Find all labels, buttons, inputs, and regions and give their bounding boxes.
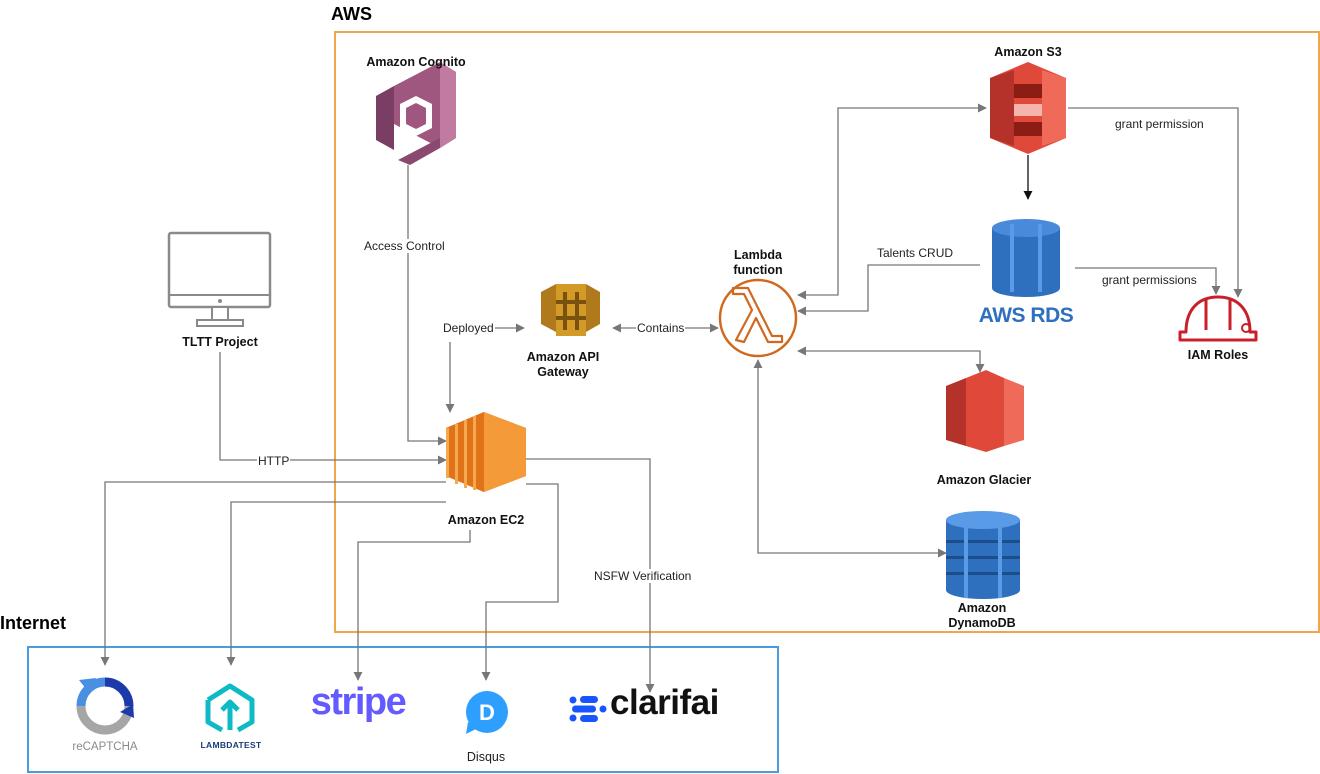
rds-icon	[992, 219, 1060, 297]
s3-label: Amazon S3	[994, 45, 1062, 59]
edge-http	[219, 352, 447, 465]
edge-ec2-recaptcha	[100, 481, 446, 666]
internet-region-title: Internet	[0, 613, 67, 633]
edge-label-nsfw: NSFW Verification	[593, 569, 693, 583]
recaptcha-label: reCAPTCHA	[72, 741, 138, 753]
lambdatest-label: LAMBDATEST	[200, 740, 262, 750]
edge-ec2-stripe	[353, 530, 471, 681]
api-gateway-icon	[541, 284, 600, 336]
dynamodb-icon	[946, 511, 1020, 599]
edge-label-http: HTTP	[257, 454, 291, 468]
edge-label-access-control: Access Control	[363, 239, 446, 253]
edge-lambda-s3	[797, 103, 987, 300]
s3-icon	[990, 62, 1066, 154]
edge-label-grant-permission: grant permission	[1114, 117, 1205, 131]
edge-rds-iam	[1075, 267, 1221, 295]
edge-ec2-clarifai	[526, 458, 655, 693]
edge-talents-crud	[797, 264, 980, 316]
edge-ec2-lambdatest	[226, 501, 446, 666]
edge-label-grant-permissions: grant permissions	[1101, 273, 1198, 287]
cognito-icon	[376, 62, 456, 165]
aws-region-title: AWS	[331, 4, 373, 24]
lambda-label: Lambda function	[733, 248, 783, 277]
recaptcha-icon	[76, 677, 134, 735]
tltt-label: TLTT Project	[182, 335, 258, 349]
svg-text:D: D	[479, 700, 495, 725]
disqus-icon: D	[466, 691, 508, 734]
internet-region-border	[27, 646, 779, 773]
edge-lambda-dynamodb	[753, 359, 947, 558]
edge-s3-iam	[1068, 107, 1243, 298]
stripe-logo: stripe	[310, 681, 407, 723]
lambdatest-icon	[205, 683, 255, 733]
glacier-icon	[946, 370, 1024, 452]
edge-lambda-glacier	[797, 346, 985, 373]
aws-region-border	[334, 31, 1320, 633]
glacier-label: Amazon Glacier	[936, 473, 1032, 487]
edge-ec2-disqus	[481, 483, 559, 681]
cognito-label: Amazon Cognito	[366, 55, 466, 69]
api-gateway-label: Amazon API Gateway	[526, 350, 600, 379]
clarifai-logo: clarifai	[610, 683, 719, 722]
edge-label-contains: Contains	[636, 321, 686, 335]
monitor-icon	[167, 231, 272, 327]
iam-label: IAM Roles	[1187, 348, 1249, 362]
ec2-icon	[446, 412, 526, 492]
lambda-icon	[718, 278, 798, 358]
rds-label: AWS RDS	[978, 304, 1074, 327]
disqus-label: Disqus	[466, 750, 506, 764]
edge-label-deployed: Deployed	[442, 321, 495, 335]
ec2-label: Amazon EC2	[447, 513, 525, 527]
clarifai-mark-icon	[569, 696, 607, 722]
dynamodb-label: Amazon DynamoDB	[948, 601, 1016, 630]
edge-label-talents-crud: Talents CRUD	[876, 246, 955, 260]
edge-access-control	[407, 165, 447, 446]
iam-helmet-icon	[1178, 295, 1258, 342]
